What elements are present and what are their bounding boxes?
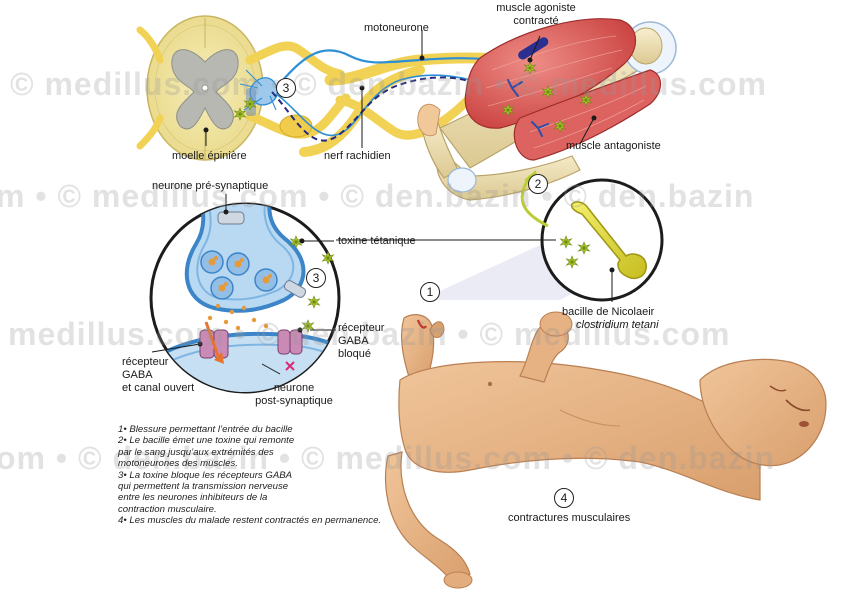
label-recepteur-ouvert-line3: et canal ouvert (122, 382, 194, 395)
label-motoneurone: motoneurone (364, 22, 429, 35)
label-neurone-post-synaptique: neurone post-synaptique (244, 382, 344, 408)
label-nerf-rachidien: nerf rachidien (324, 150, 391, 163)
watermark-line-1: © medillus.com • © den.bazin • © medillu… (10, 66, 767, 103)
legend-line: 3• La toxine bloque les récepteurs GABA (118, 470, 448, 481)
label-neurone-pre-synaptique: neurone pré-synaptique (152, 180, 268, 193)
step-number-2: 2 (528, 174, 548, 194)
step-number-1: 1 (420, 282, 440, 302)
label-neurone-post-line2: post-synaptique (244, 395, 344, 408)
legend-line: 1• Blessure permettant l’entrée du bacil… (118, 424, 448, 435)
legend: 1• Blessure permettant l’entrée du bacil… (118, 424, 448, 527)
legend-line: 2• Le bacille émet une toxine qui remont… (118, 435, 448, 446)
watermark-line-2: m • © medillus.com • © den.bazin • © den… (0, 178, 754, 215)
step-number-3-cord: 3 (276, 78, 296, 98)
step-number-3-synapse: 3 (306, 268, 326, 288)
legend-line: par le sang jusqu’aux extrémités des (118, 447, 448, 458)
label-contractures: contractures musculaires (508, 512, 630, 525)
legend-line: qui permettent la transmission nerveuse (118, 481, 448, 492)
legend-line: 4• Les muscles du malade restent contrac… (118, 515, 448, 526)
label-toxine-tetanique: toxine tétanique (338, 235, 416, 248)
step-number-4: 4 (554, 488, 574, 508)
label-recepteur-bloque: récepteur GABA bloqué (338, 322, 384, 361)
label-recepteur-bloque-line2: GABA (338, 335, 384, 348)
label-recepteur-ouvert-line2: GABA (122, 369, 194, 382)
label-bacille: bacille de Nicolaeir clostridium tetani (562, 306, 659, 332)
label-moelle-epiniere: moelle épinière (172, 150, 247, 163)
legend-line: contraction musculaire. (118, 504, 448, 515)
label-muscle-antagoniste: muscle antagoniste (566, 140, 661, 153)
label-recepteur-bloque-line3: bloqué (338, 348, 384, 361)
label-muscle-agoniste: muscle agoniste contracté (486, 2, 586, 28)
label-recepteur-bloque-line1: récepteur (338, 322, 384, 335)
label-muscle-agoniste-line2: contracté (486, 15, 586, 28)
label-bacille-line2: clostridium tetani (562, 319, 659, 332)
label-muscle-agoniste-line1: muscle agoniste (486, 2, 586, 15)
label-bacille-line1: bacille de Nicolaeir (562, 306, 659, 319)
legend-line: entre les neurones inhibiteurs de la (118, 492, 448, 503)
label-recepteur-ouvert: récepteur GABA et canal ouvert (122, 356, 194, 395)
legend-line: motoneurones des muscles. (118, 458, 448, 469)
label-neurone-post-line1: neurone (244, 382, 344, 395)
label-recepteur-ouvert-line1: récepteur (122, 356, 194, 369)
